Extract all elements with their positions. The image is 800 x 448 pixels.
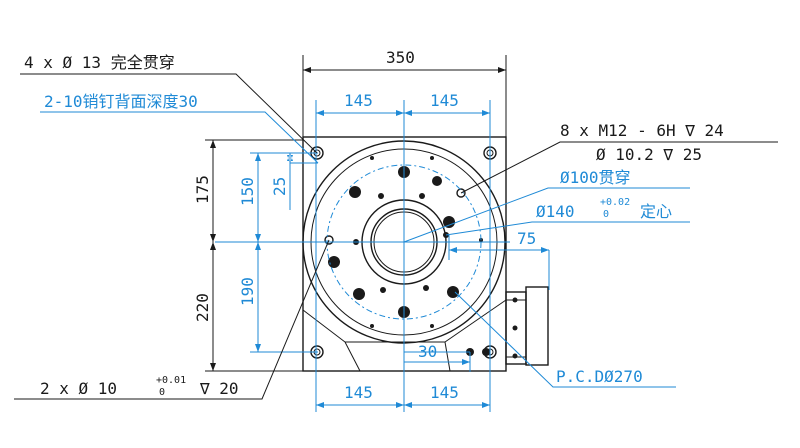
dim-30-label: 30 xyxy=(418,342,437,361)
leader-through-holes xyxy=(20,73,318,154)
tapped-hole xyxy=(432,176,442,186)
leader-pcd xyxy=(454,291,676,388)
callout-thread-line1: 8 x M12 - 6H ∇ 24 xyxy=(560,121,724,140)
callout-pin-holes: 2-10销钉背面深度30 xyxy=(44,92,198,111)
leader-pin-holes xyxy=(40,111,319,164)
arrow xyxy=(462,359,470,365)
tiny-hole xyxy=(430,324,434,328)
small-hole xyxy=(419,193,425,199)
dim-150-label: 150 xyxy=(238,177,257,206)
part-outline xyxy=(302,136,549,372)
tapped-hole xyxy=(349,186,361,198)
callout-labels: 4 x Ø 13 完全贯穿 2-10销钉背面深度30 8 x M12 - 6H … xyxy=(24,53,724,398)
leader-bore xyxy=(403,187,690,243)
callout-bottom-tol-upper: +0.01 xyxy=(156,375,186,386)
tiny-hole xyxy=(430,156,434,160)
callout-bottom-tol-lower: 0 xyxy=(159,387,165,398)
dim-175-label: 175 xyxy=(193,175,212,204)
motor-mark xyxy=(512,353,518,359)
callout-pcd: P.C.DØ270 xyxy=(556,367,643,386)
arrow xyxy=(498,67,506,73)
pin-hole xyxy=(456,188,466,198)
tapped-hole xyxy=(353,288,365,300)
pin-hole xyxy=(324,235,334,245)
tiny-hole xyxy=(370,324,374,328)
dim-bottom-145-right: 145 xyxy=(430,383,459,402)
tiny-hole xyxy=(370,156,374,160)
step-line-right xyxy=(444,341,451,372)
center-lines xyxy=(215,100,550,412)
dim-top-145-right: 145 xyxy=(430,91,459,110)
callout-centering-tol-lower: 0 xyxy=(603,209,609,220)
bottom-hole xyxy=(482,348,490,356)
motor-mark xyxy=(512,325,518,331)
leader-centering xyxy=(445,221,690,236)
small-hole xyxy=(380,287,386,293)
callout-thread-line2: Ø 10.2 ∇ 25 xyxy=(596,145,702,164)
chamfer-left xyxy=(302,309,346,343)
tapped-hole xyxy=(447,286,459,298)
motor-mark xyxy=(512,297,518,303)
small-hole xyxy=(378,193,384,199)
arrow xyxy=(316,402,490,408)
leader-thread xyxy=(460,141,778,194)
callout-bottom-prefix: 2 x Ø 10 xyxy=(40,379,117,398)
callout-through-holes: 4 x Ø 13 完全贯穿 xyxy=(24,53,175,72)
dim-350-label: 350 xyxy=(386,48,415,67)
tapped-hole xyxy=(443,216,455,228)
small-hole xyxy=(423,285,429,291)
dim-75-label: 75 xyxy=(517,229,536,248)
dimension-lines xyxy=(205,55,549,408)
callout-centering-suffix: 定心 xyxy=(640,202,672,221)
dim-top-145-left: 145 xyxy=(344,91,373,110)
dim-220-label: 220 xyxy=(193,293,212,322)
leader-bottom xyxy=(14,239,330,400)
dim-190-label: 190 xyxy=(238,277,257,306)
arrow xyxy=(287,153,293,163)
pcd-circle xyxy=(326,164,482,320)
leader-lines xyxy=(14,73,778,400)
callout-centering-tol-upper: +0.02 xyxy=(600,197,630,208)
callout-centering-prefix: Ø140 xyxy=(536,202,575,221)
arrow xyxy=(303,67,311,73)
step-line-left xyxy=(344,341,361,372)
dim-25-label: 25 xyxy=(270,177,289,196)
motor-body xyxy=(525,286,549,366)
tapped-hole xyxy=(328,256,340,268)
dim-bottom-145-left: 145 xyxy=(344,383,373,402)
arrow xyxy=(316,110,490,116)
chamfer-right xyxy=(444,299,507,343)
callout-bore-through: Ø100贯穿 xyxy=(560,168,631,187)
dimension-labels: 350 145 145 145 145 75 30 175 220 150 19… xyxy=(193,48,536,402)
callout-bottom-suffix: ∇ 20 xyxy=(199,379,239,398)
